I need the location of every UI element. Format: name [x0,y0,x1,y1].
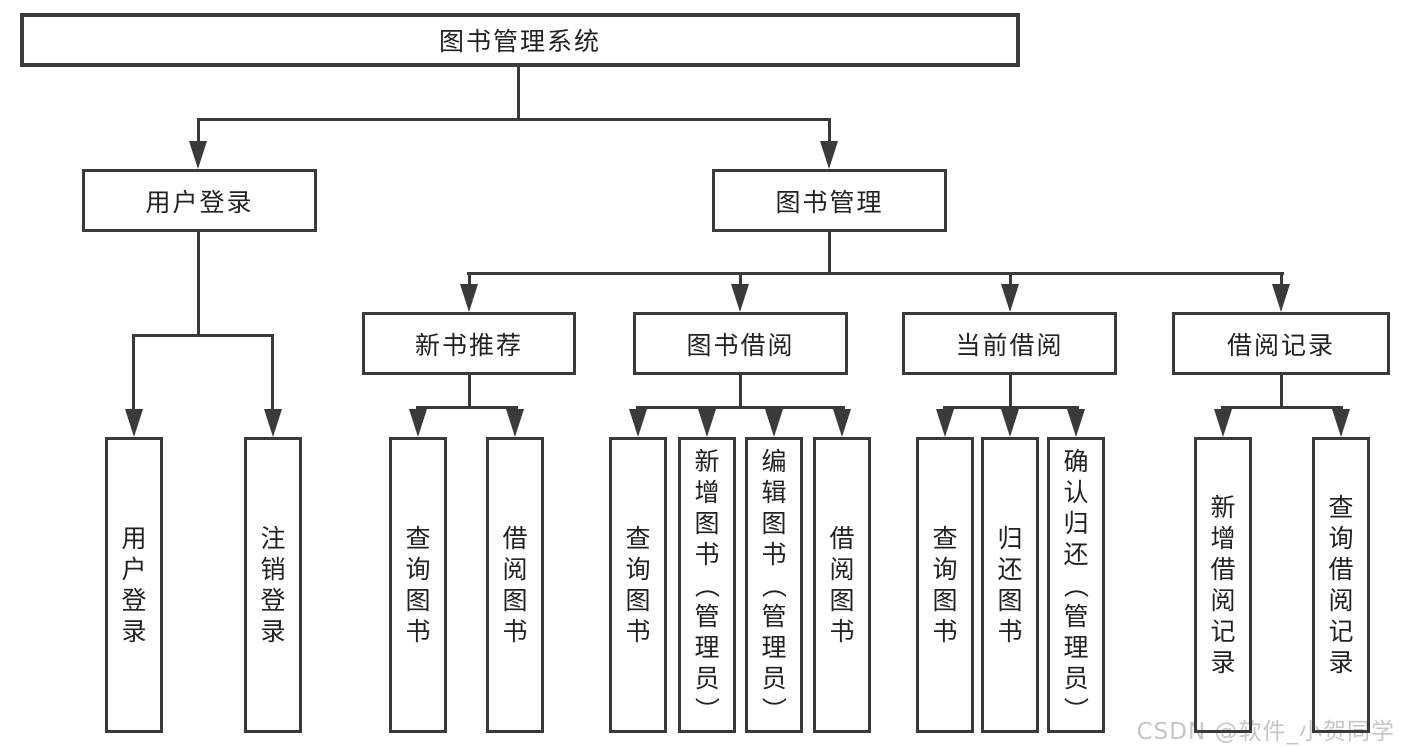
arrowhead-borrow-query [629,409,647,437]
arrowhead-current-return [1001,409,1019,437]
connector-borrow-records-rail [1221,406,1343,409]
leaf-current-return-books-label: 归还图书 [997,524,1023,646]
node-user-login-label: 用户登录 [145,187,254,217]
connector-user-login-drop [197,120,200,143]
arrowhead-records-query [1332,409,1350,437]
arrowhead-current-query [936,409,954,437]
node-current-borrow: 当前借阅 [902,312,1117,375]
connector-current-borrow-rail [943,406,1079,409]
leaf-current-query-books-label: 查询图书 [932,524,958,646]
arrowhead-current-borrow [1001,284,1019,312]
arrowhead-rec-query [409,409,427,437]
connector-new-rec-stem [468,375,471,408]
node-new-book-rec-label: 新书推荐 [414,330,523,360]
connector-book-borrow-rail [636,406,845,409]
leaf-current-confirm-return-admin-label: 确认归还（管理员） [1061,446,1091,722]
leaf-records-query-record: 查询借阅记录 [1312,437,1370,733]
connector-current-borrow-stem [1009,375,1012,408]
node-user-login: 用户登录 [82,169,317,232]
node-library-system: 图书管理系统 [20,13,1020,67]
connector-borrow-records-drop [1280,274,1283,286]
node-book-borrow-label: 图书借阅 [686,330,795,360]
connector-root-stem [517,67,520,120]
leaf-rec-query-books: 查询图书 [389,437,447,733]
leaf-borrow-edit-books-admin-label: 编辑图书（管理员） [759,446,789,722]
connector-book-mgmt-drop [828,120,831,143]
arrowhead-book-mgmt [820,141,838,169]
leaf-user-login: 用户登录 [105,437,163,733]
arrowhead-records-add [1214,409,1232,437]
connector-new-rec-drop [468,274,471,286]
connector-user-login-rail [132,334,274,337]
connector-level2-rail [467,272,1284,275]
connector-borrow-records-stem [1280,375,1283,408]
leaf-records-add-record-label: 新增借阅记录 [1210,493,1236,677]
connector-book-mgmt-stem [828,232,831,274]
leaf-rec-borrow-books-label: 借阅图书 [502,524,528,646]
arrowhead-new-rec [460,284,478,312]
leaf-user-login-label: 用户登录 [121,524,147,646]
leaf-current-return-books: 归还图书 [981,437,1039,733]
connector-logout-leaf-drop [271,336,274,411]
leaf-borrow-edit-books-admin: 编辑图书（管理员） [745,437,803,733]
connector-book-borrow-stem [739,375,742,408]
leaf-logout: 注销登录 [244,437,302,733]
leaf-rec-borrow-books: 借阅图书 [486,437,544,733]
connector-login-leaf-drop [132,336,135,411]
leaf-current-query-books: 查询图书 [916,437,974,733]
arrowhead-borrow-records [1272,284,1290,312]
node-book-mgmt: 图书管理 [712,169,947,232]
arrowhead-login-leaf [125,409,143,437]
arrowhead-current-confirm [1067,409,1085,437]
arrowhead-book-borrow [731,284,749,312]
node-borrow-records-label: 借阅记录 [1226,330,1335,360]
connector-user-login-stem [197,232,200,336]
leaf-borrow-add-books-admin-label: 新增图书（管理员） [692,446,722,722]
arrowhead-borrow-borrow [833,409,851,437]
leaf-records-add-record: 新增借阅记录 [1194,437,1252,733]
node-new-book-rec: 新书推荐 [362,312,576,375]
node-book-borrow: 图书借阅 [633,312,848,375]
leaf-borrow-query-books-label: 查询图书 [625,524,651,646]
arrowhead-borrow-add [698,409,716,437]
arrowhead-borrow-edit [765,409,783,437]
leaf-borrow-query-books: 查询图书 [609,437,667,733]
node-library-system-label: 图书管理系统 [438,27,601,56]
leaf-current-confirm-return-admin: 确认归还（管理员） [1047,437,1105,733]
connector-current-borrow-drop [1009,274,1012,286]
leaf-logout-label: 注销登录 [260,524,286,646]
node-borrow-records: 借阅记录 [1172,312,1390,375]
node-book-mgmt-label: 图书管理 [775,187,884,217]
leaf-borrow-borrow-books: 借阅图书 [813,437,871,733]
connector-new-rec-rail [416,406,518,409]
leaf-borrow-borrow-books-label: 借阅图书 [829,524,855,646]
leaf-rec-query-books-label: 查询图书 [405,524,431,646]
arrowhead-rec-borrow [506,409,524,437]
connector-level1-rail [197,118,831,121]
arrowhead-logout-leaf [264,409,282,437]
leaf-records-query-record-label: 查询借阅记录 [1328,493,1354,677]
csdn-watermark: CSDN @软件_小贺同学 [1136,719,1395,745]
connector-book-borrow-drop [739,274,742,286]
leaf-borrow-add-books-admin: 新增图书（管理员） [678,437,736,733]
node-current-borrow-label: 当前借阅 [955,330,1064,360]
arrowhead-user-login [189,141,207,169]
